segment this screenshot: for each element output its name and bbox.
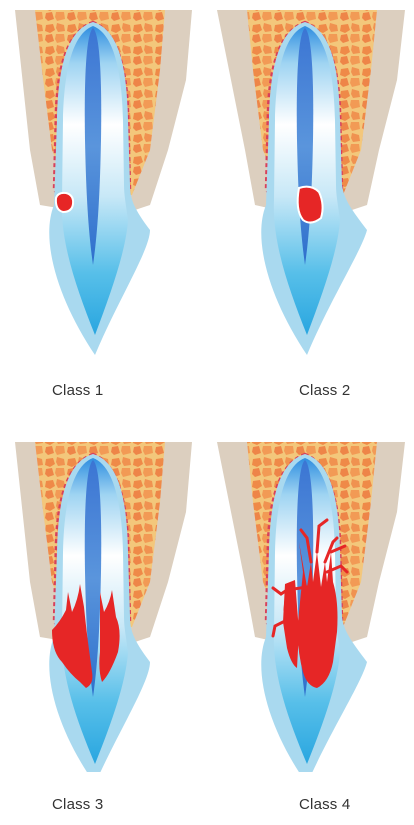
caption-class-4: Class 4 — [299, 796, 350, 813]
panel-class-3: Class 3 — [0, 412, 207, 824]
caption-class-1: Class 1 — [52, 382, 103, 399]
panel-class-2: Class 2 — [207, 0, 414, 412]
caption-class-3: Class 3 — [52, 796, 103, 813]
tooth-diagram-class-2 — [207, 0, 414, 360]
panel-class-4: Class 4 — [207, 412, 414, 824]
tooth-diagram-class-4 — [207, 412, 414, 772]
resorption-lesion — [56, 193, 73, 212]
panel-class-1: Class 1 — [0, 0, 207, 412]
tooth-diagram-class-1 — [0, 0, 207, 360]
tooth-diagram-class-3 — [0, 412, 207, 772]
resorption-lesion — [298, 187, 323, 223]
caption-class-2: Class 2 — [299, 382, 350, 399]
